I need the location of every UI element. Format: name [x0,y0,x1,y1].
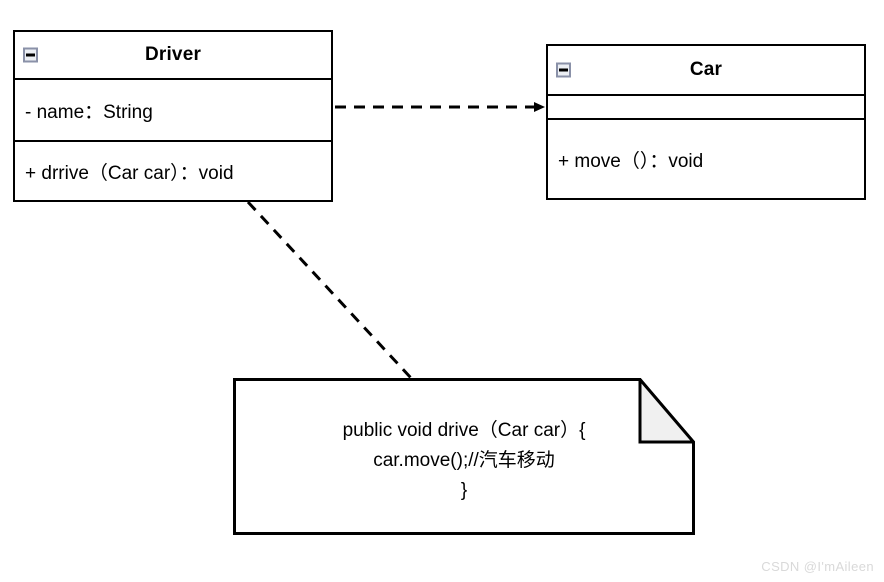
class-name-driver: Driver [144,44,202,65]
note-anchor-line[interactable] [246,200,413,380]
operation-drrive: + drrive（Car car）：void [25,162,234,184]
attributes-compartment-car [548,96,864,120]
class-header-car: Car [548,46,864,96]
note-shape [233,378,695,535]
minus-glyph [559,68,568,72]
note-box-drive-body[interactable]: public void drive（Car car）{ car.move();/… [233,378,695,535]
note-fold-corner [638,378,695,444]
note-outline [233,378,695,535]
operation-move: + move（）：void [558,150,704,172]
minus-glyph [26,53,35,57]
operations-compartment-car: + move（）：void [548,120,864,198]
attribute-name: - name：String [25,101,153,123]
note-line-2: car.move();//汽车移动 [373,450,555,471]
class-name-car: Car [689,59,723,80]
operations-compartment-driver: + drrive（Car car）：void [15,142,331,200]
class-header-driver: Driver [15,32,331,80]
note-line-3: } [460,480,468,501]
class-box-car[interactable]: Car + move（）：void [546,44,866,200]
minus-box-icon[interactable] [23,47,38,63]
attributes-compartment-driver: - name：String [15,80,331,142]
class-box-driver[interactable]: Driver - name：String + drrive（Car car）：v… [13,30,333,202]
watermark: CSDN @I'mAileen [761,559,874,574]
note-line-1: public void drive（Car car）{ [342,420,586,441]
minus-box-icon[interactable] [556,62,571,78]
